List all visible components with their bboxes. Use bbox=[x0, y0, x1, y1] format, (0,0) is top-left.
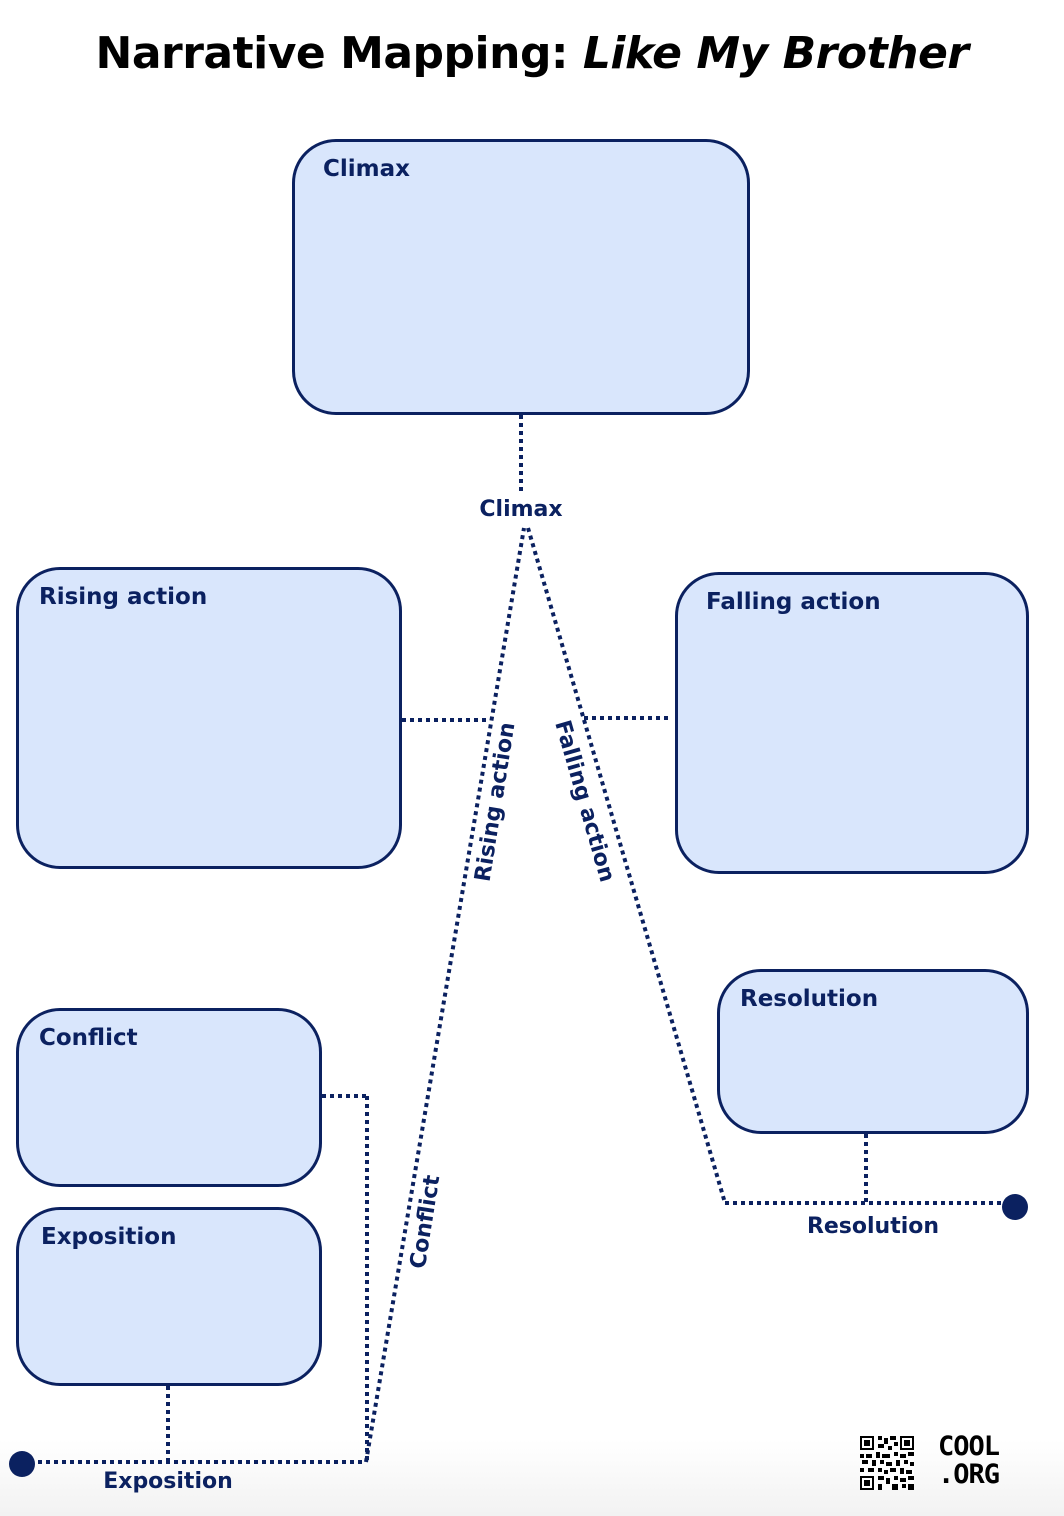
falling-action-box[interactable]: Falling action bbox=[675, 572, 1029, 874]
exposition-box-label: Exposition bbox=[41, 1224, 177, 1250]
exposition-path-label: Exposition bbox=[103, 1469, 233, 1494]
climax-box-label: Climax bbox=[323, 156, 410, 182]
resolution-box[interactable]: Resolution bbox=[717, 969, 1029, 1134]
conflict-path-label: Conflict bbox=[406, 1173, 446, 1271]
end-point bbox=[1002, 1194, 1028, 1220]
page-title: Narrative Mapping: Like My Brother bbox=[0, 28, 1064, 79]
climax-path-label: Climax bbox=[479, 497, 562, 522]
falling-action-path-label: Falling action bbox=[549, 717, 619, 884]
logo-line-1: COOL bbox=[938, 1431, 1000, 1462]
conflict-box-label: Conflict bbox=[39, 1025, 138, 1051]
resolution-path-label: Resolution bbox=[807, 1214, 939, 1239]
falling-path-line bbox=[526, 527, 727, 1204]
rising-action-box-label: Rising action bbox=[39, 584, 208, 610]
resolution-box-label: Resolution bbox=[740, 986, 879, 1012]
rising-action-box[interactable]: Rising action bbox=[16, 567, 402, 869]
qr-code-icon bbox=[860, 1436, 914, 1490]
title-main: Narrative Mapping: bbox=[95, 28, 583, 79]
start-point bbox=[9, 1451, 35, 1477]
exposition-box[interactable]: Exposition bbox=[16, 1207, 322, 1386]
rising-action-path-label: Rising action bbox=[471, 721, 521, 884]
logo-line-2: .ORG bbox=[938, 1459, 1000, 1490]
title-book: Like My Brother bbox=[582, 28, 969, 79]
falling-action-box-label: Falling action bbox=[706, 589, 881, 615]
cool-org-logo: COOL .ORG bbox=[938, 1433, 1024, 1489]
climax-box[interactable]: Climax bbox=[292, 139, 750, 415]
conflict-box[interactable]: Conflict bbox=[16, 1008, 322, 1187]
rising-path-line bbox=[364, 527, 526, 1463]
